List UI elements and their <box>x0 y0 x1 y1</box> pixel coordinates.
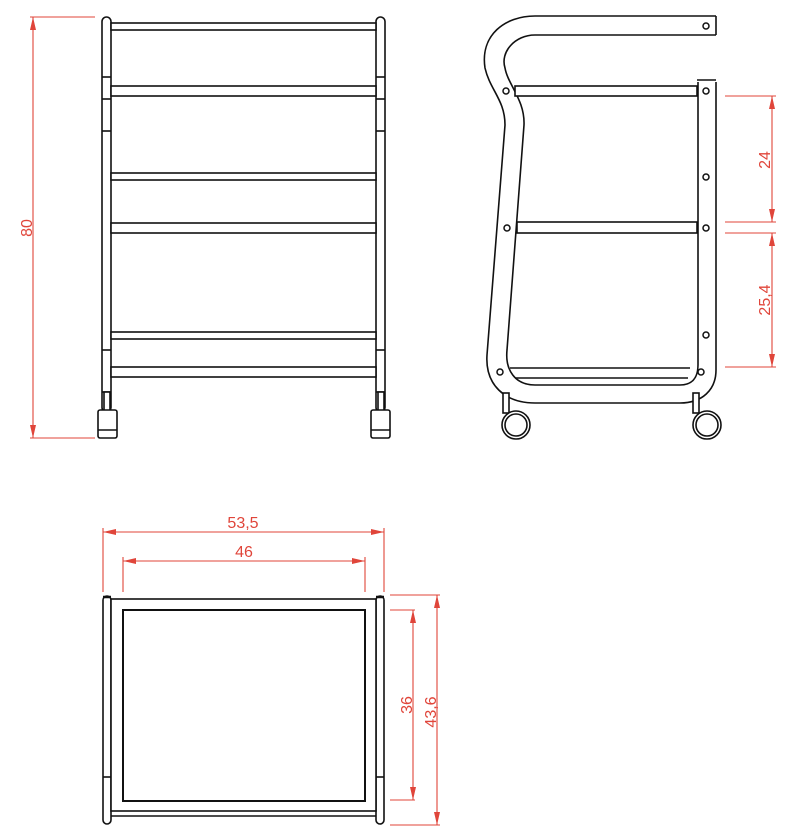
shelf-3-rail-top <box>110 331 377 340</box>
side-frame-outer <box>483 15 717 404</box>
lower-spacing-label: 25,4 <box>757 284 774 315</box>
upper-spacing-dimension: 24 <box>725 95 776 223</box>
inner-depth-label: 36 <box>399 696 416 714</box>
top-left-post <box>102 595 112 825</box>
shelf-3-rail <box>110 366 377 378</box>
inner-depth-dimension: 36 <box>390 609 416 801</box>
upper-spacing-label: 24 <box>757 151 774 169</box>
side-right-caster <box>692 392 722 440</box>
shelf-2-rail-top <box>110 172 377 181</box>
height-label: 80 <box>19 219 36 237</box>
right-post <box>375 16 386 415</box>
top-handle-rail <box>110 22 377 31</box>
top-view: 53,5 46 36 <box>102 515 440 826</box>
side-shelf-1 <box>514 85 698 97</box>
side-left-caster <box>501 392 531 440</box>
side-frame-inner <box>503 34 716 386</box>
shelf-2-rail <box>110 222 377 234</box>
lower-spacing-dimension: 25,4 <box>725 232 776 368</box>
top-right-post <box>375 595 385 825</box>
left-caster <box>97 409 118 439</box>
side-shelf-2 <box>516 221 698 234</box>
inner-width-dimension: 46 <box>122 544 366 592</box>
overall-width-label: 53,5 <box>227 515 258 532</box>
overall-width-dimension: 53,5 <box>102 515 385 592</box>
height-dimension: 80 <box>19 16 95 439</box>
shelf-1-rail <box>110 85 377 97</box>
bolt-holes <box>496 22 710 376</box>
tray-inner <box>122 609 366 802</box>
overall-depth-label: 43,6 <box>423 696 440 727</box>
front-view: 80 <box>19 16 391 439</box>
right-caster <box>370 409 391 439</box>
front-rails <box>110 22 377 378</box>
overall-depth-dimension: 43,6 <box>390 594 440 826</box>
side-view: 24 25,4 <box>483 15 776 440</box>
inner-width-label: 46 <box>235 544 253 561</box>
left-post <box>101 16 112 415</box>
